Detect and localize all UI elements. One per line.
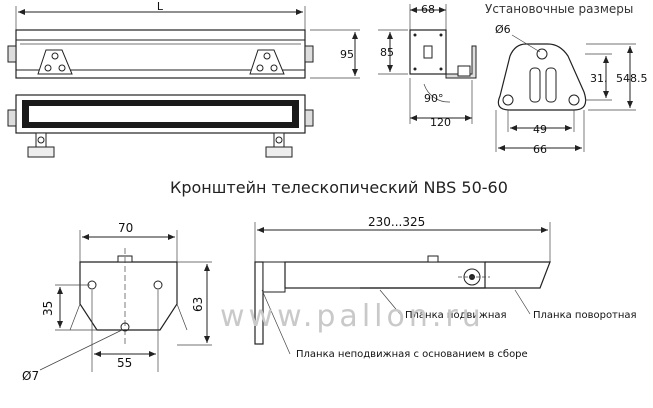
height-dim-label: 95 — [340, 48, 354, 61]
side-height: 85 — [380, 46, 394, 59]
bracket-reach: 230...325 — [368, 215, 425, 229]
mount-subtitle: Установочные размеры — [485, 2, 633, 16]
side-angle: 90° — [424, 92, 444, 105]
foot-right — [265, 132, 293, 158]
mount-outer-width: 66 — [533, 143, 547, 156]
luminaire-front-view — [7, 94, 314, 158]
luminaire-top-view: L 95 — [7, 0, 360, 79]
clamp-left — [37, 49, 73, 75]
bracket-hole-diam: Ø7 — [22, 369, 39, 383]
bracket-top-width: 70 — [118, 221, 133, 235]
mount-plate: Установочные размеры Ø6 31. 548.5 49 66 — [485, 2, 648, 156]
label-fixed: Планка неподвижная с основанием в сборе — [296, 349, 528, 360]
label-rotating: Планка поворотная — [533, 310, 637, 321]
bracket-front-view: 70 35 63 55 Ø7 — [22, 221, 212, 383]
bracket-bottom-width: 55 — [117, 356, 132, 370]
mount-total-height: 548.5 — [616, 72, 648, 85]
clamp-right — [249, 49, 285, 75]
bracket-side-view: 230...325 Планка подвижная Планка поворо… — [254, 215, 637, 360]
mount-inner-width: 49 — [533, 123, 547, 136]
watermark: www.pallon.ru — [220, 299, 485, 334]
bracket-plate-height: 63 — [191, 297, 205, 312]
side-top-width: 68 — [421, 3, 435, 16]
foot-left — [27, 132, 55, 158]
side-depth: 120 — [430, 116, 451, 129]
label-sliding: Планка подвижная — [405, 310, 507, 321]
side-view: 68 85 90° 120 — [378, 3, 477, 129]
bracket-hole-height: 35 — [41, 301, 55, 316]
length-dim-label: L — [157, 0, 164, 13]
drawing-title: Кронштейн телескопический NBS 50-60 — [170, 178, 508, 197]
mount-hole-diam: Ø6 — [495, 23, 511, 36]
mount-v-spacing: 31. — [590, 72, 608, 85]
